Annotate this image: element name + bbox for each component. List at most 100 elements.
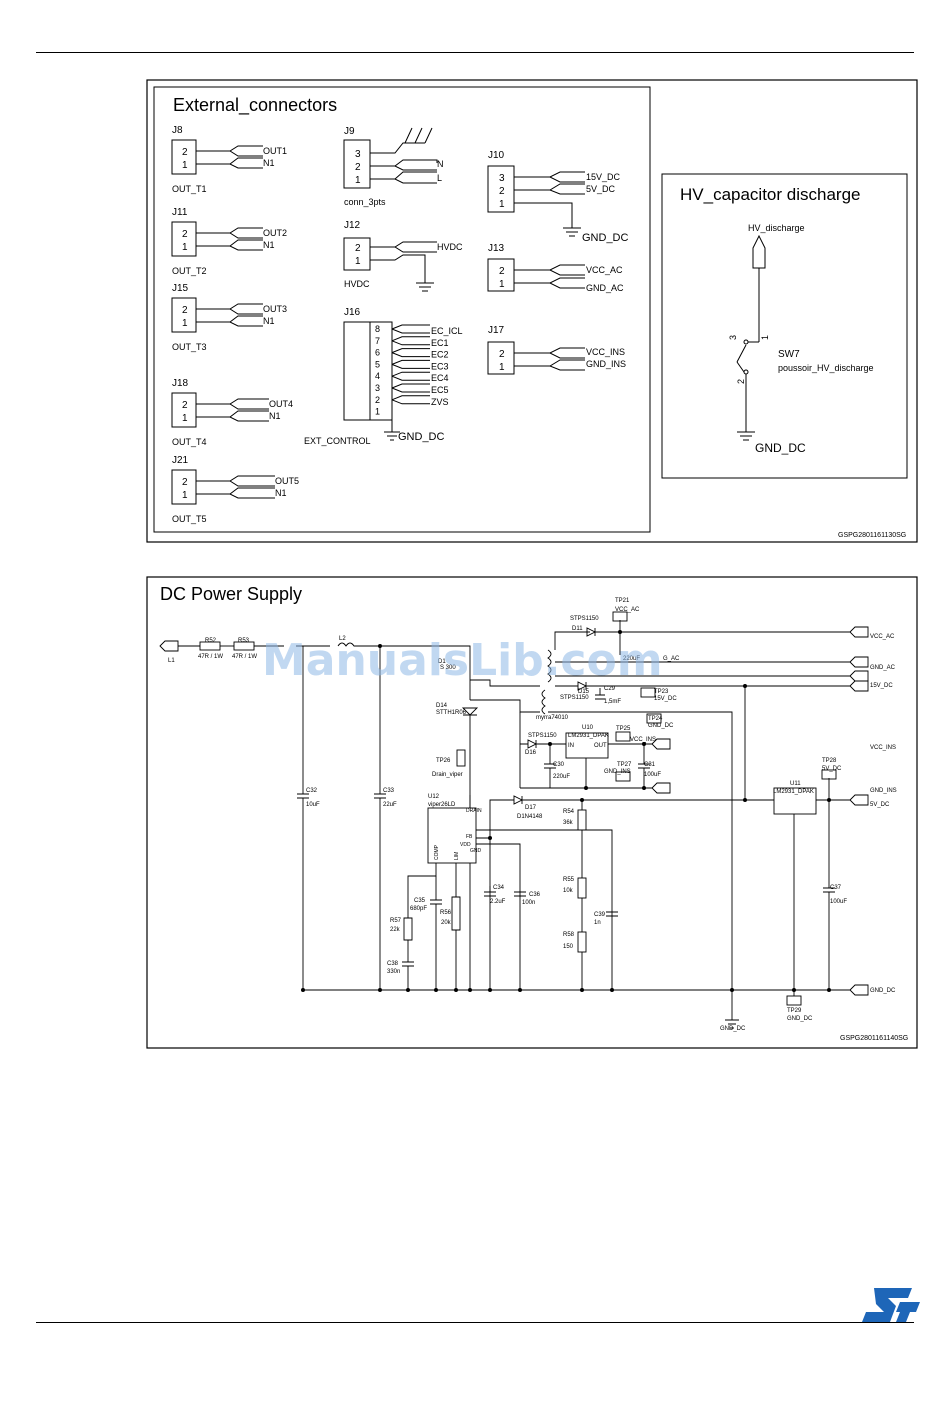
pin-vdd: VDD: [460, 842, 471, 848]
label-c35v: 680pF: [410, 906, 427, 912]
pin-lim: LIM: [454, 852, 460, 860]
j17-net-vccins: VCC_INS: [586, 347, 625, 357]
connector-name: OUT_T4: [172, 437, 207, 447]
label-l2: L2: [339, 636, 346, 642]
label-c37: C37: [830, 885, 842, 891]
j17-pin2: 2: [499, 349, 505, 360]
label-c37v: 100uF: [830, 899, 847, 905]
sw7-name: poussoir_HV_discharge: [778, 363, 874, 373]
dc-schematic-wires: [159, 611, 869, 1029]
label-r56v: 20k: [441, 920, 452, 926]
label-d-bridge-v: S 300: [440, 665, 456, 671]
label-tp29: TP29: [787, 1008, 802, 1014]
label-r57: R57: [390, 918, 402, 924]
j10-gnd: GND_DC: [582, 232, 629, 244]
label-r55: R55: [563, 877, 575, 883]
j13-ref: J13: [488, 243, 505, 254]
pin-2: 2: [182, 147, 188, 158]
net-n1: N1: [275, 488, 287, 498]
net-out: OUT4: [269, 399, 293, 409]
label-r56: R56: [440, 910, 452, 916]
j16-net: EC2: [431, 350, 449, 360]
net-n1: N1: [269, 411, 281, 421]
j16-pin: 1: [375, 407, 380, 417]
label-r54v: 36k: [563, 820, 574, 826]
label-tr: myrra74010: [536, 715, 569, 721]
connector-j13: J13 2 1 VCC_AC GND_AC: [487, 243, 624, 293]
label-c34: C34: [493, 885, 505, 891]
label-tp26v: Drain_viper: [432, 772, 463, 778]
j9-net-n: N: [437, 159, 444, 169]
hv-gnd: GND_DC: [755, 441, 806, 455]
j10-pin1: 1: [499, 199, 505, 210]
label-tp21: TP21: [615, 598, 630, 604]
j16-pin: 2: [375, 395, 380, 405]
pin-1: 1: [182, 160, 188, 171]
label-r58: R58: [563, 932, 575, 938]
label-c32: C32: [306, 788, 318, 794]
label-c33v: 22uF: [383, 802, 397, 808]
pin-2: 2: [182, 305, 188, 316]
label-r52: R52: [205, 638, 217, 644]
j17-ref: J17: [488, 325, 505, 336]
label-c34v: 2.2uF: [490, 899, 506, 905]
j16-net: EC_ICL: [431, 326, 463, 336]
j16-net: EC4: [431, 373, 449, 383]
connector-ref: J15: [172, 283, 189, 294]
label-d11: D11: [572, 626, 583, 632]
footer-rule: [36, 1322, 914, 1323]
label-c38v: 330n: [387, 969, 400, 975]
label-u10v: LM2931_DPAK: [568, 733, 609, 739]
port-label: GND_AC: [870, 665, 896, 671]
hv-discharge-block: HV_capacitor discharge HV_discharge 3 1 …: [680, 185, 874, 455]
panel1-figure-id: GSPG2801161130SG: [838, 532, 906, 539]
label-u11: U11: [790, 781, 801, 787]
j16-net: EC5: [431, 385, 449, 395]
label-d15: D15: [578, 689, 590, 695]
net-out: OUT3: [263, 304, 287, 314]
j16-net: EC1: [431, 338, 449, 348]
label-out: OUT: [594, 743, 607, 749]
j17-net-gndins: GND_INS: [586, 359, 626, 369]
port-label: VCC_AC: [870, 634, 895, 640]
connector-j17: J17 2 1 VCC_INS GND_INS: [487, 325, 626, 375]
label-r54: R54: [563, 809, 575, 815]
label-c31: C31: [644, 762, 656, 768]
connector-name: OUT_T1: [172, 184, 207, 194]
connector-j10: J10 3 2 1 15V_DC 5V_DC GND_DC: [487, 150, 629, 244]
sw7-ref: SW7: [778, 349, 800, 360]
label-tp23: TP23: [654, 689, 669, 695]
port-label: GND_INS: [870, 788, 897, 794]
label-r53v: 47R / 1W: [232, 654, 257, 660]
label-u12: U12: [428, 794, 440, 800]
label-r52v: 47R / 1W: [198, 654, 223, 660]
label-d14v: STTH1R06: [436, 710, 467, 716]
port-label: VCC_INS: [870, 745, 896, 751]
j9-ref: J9: [344, 126, 355, 137]
label-tp21v: VCC_AC: [615, 607, 640, 613]
label-c36v: 100n: [522, 900, 535, 906]
label-tp28: TP28: [822, 758, 837, 764]
j16-pin: 4: [375, 371, 380, 381]
net-out: OUT1: [263, 146, 287, 156]
label-r53: R53: [238, 638, 250, 644]
j16-pin: 3: [375, 383, 380, 393]
label-d17v: D1N4148: [517, 814, 543, 820]
label-d-bridge: D1: [438, 659, 446, 665]
label-c30v: 220uF: [553, 774, 570, 780]
j12-net: HVDC: [437, 242, 463, 252]
output-connectors: J821OUT1N1OUT_T1J1121OUT2N1OUT_T2J1521OU…: [171, 125, 299, 524]
j16-net: ZVS: [431, 397, 449, 407]
dc-schematic-ports: VCC_ACGND_AC15V_DCVCC_INSGND_INS5V_DCGND…: [870, 634, 897, 994]
header-rule: [36, 52, 914, 53]
label-c35: C35: [414, 898, 426, 904]
label-d15v: STPS1150: [560, 695, 589, 701]
j16-ref: J16: [344, 307, 361, 318]
net-out: OUT5: [275, 476, 299, 486]
connector-ref: J11: [172, 207, 188, 218]
